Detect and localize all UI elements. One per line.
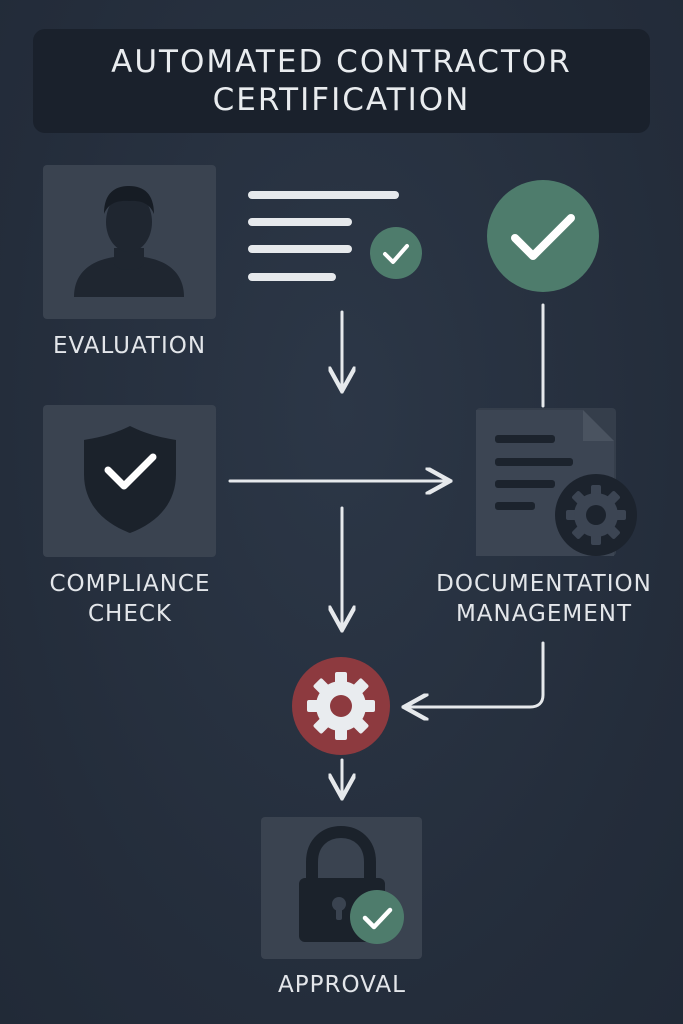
shield-check-icon xyxy=(84,426,176,533)
gear-icon xyxy=(292,657,390,755)
documentation-label-line-1: DOCUMENTATION xyxy=(436,571,652,597)
connector-lines xyxy=(228,303,545,798)
compliance-label-line-1: COMPLIANCE xyxy=(49,571,211,597)
compliance-label-line-2: CHECK xyxy=(87,601,173,627)
documentation-label-line-2: MANAGEMENT xyxy=(455,601,633,627)
padlock-check-icon xyxy=(299,825,404,944)
person-icon xyxy=(74,186,184,297)
approval-label: APPROVAL xyxy=(278,972,406,998)
title-line-2: CERTIFICATION xyxy=(212,82,471,118)
evaluation-label: EVALUATION xyxy=(52,333,207,359)
arrow-documentation-to-gear xyxy=(404,641,545,707)
title-banner: AUTOMATED CONTRACTOR CERTIFICATION xyxy=(33,29,650,133)
checklist-icon xyxy=(248,191,422,281)
document-gear-icon xyxy=(476,410,637,556)
title-line-1: AUTOMATED CONTRACTOR xyxy=(111,44,572,80)
check-circle-icon xyxy=(487,180,599,292)
